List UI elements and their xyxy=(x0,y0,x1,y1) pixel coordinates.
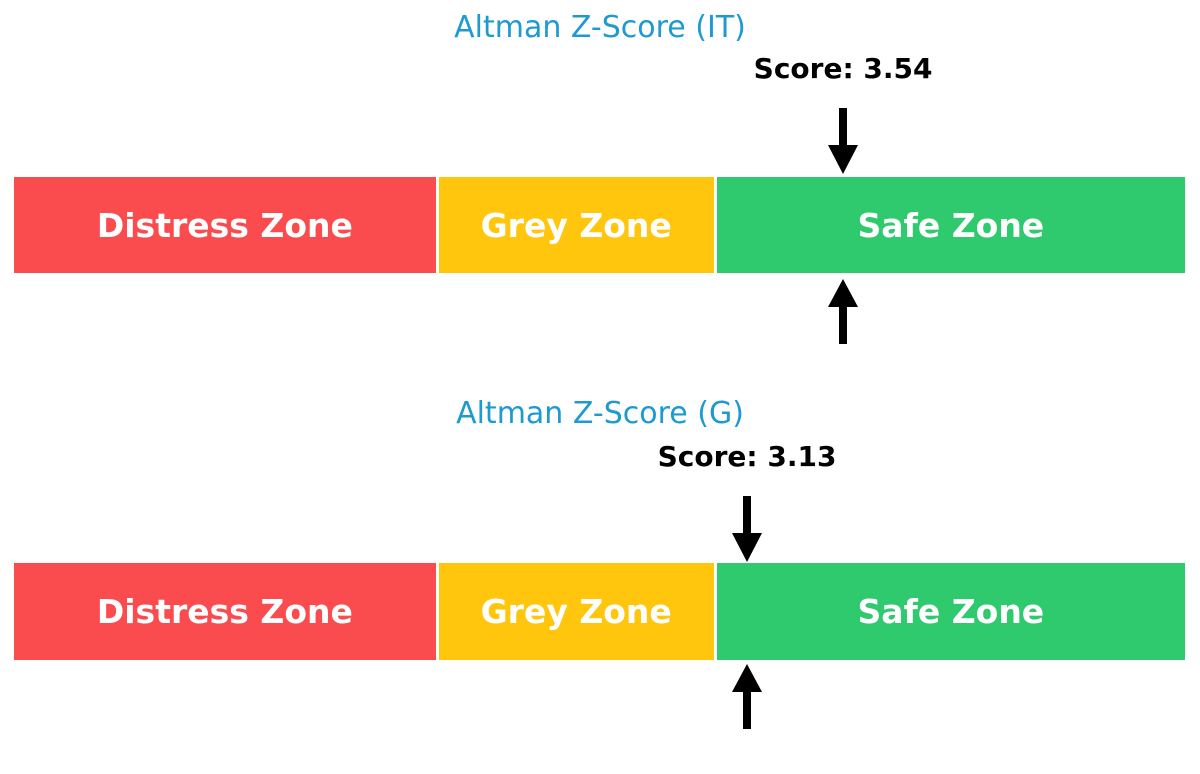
zone-grey: Grey Zone xyxy=(438,563,714,660)
zone-bar: Distress Zone Grey Zone Safe Zone xyxy=(14,563,1185,660)
score-label: Score: 3.54 xyxy=(753,52,933,85)
zone-distress-label: Distress Zone xyxy=(96,592,353,631)
zone-bar: Distress Zone Grey Zone Safe Zone xyxy=(14,177,1185,273)
zone-grey: Grey Zone xyxy=(438,177,714,273)
chart-title: Altman Z-Score (IT) xyxy=(454,10,746,45)
zone-distress: Distress Zone xyxy=(14,177,436,273)
zone-grey-label: Grey Zone xyxy=(480,592,672,631)
score-arrow-down-icon xyxy=(732,496,763,562)
zone-distress: Distress Zone xyxy=(14,563,436,660)
zone-safe-label: Safe Zone xyxy=(857,592,1045,631)
chart-title: Altman Z-Score (G) xyxy=(456,396,744,431)
zone-safe: Safe Zone xyxy=(716,563,1185,660)
score-label: Score: 3.13 xyxy=(657,440,837,473)
score-arrow-up-icon xyxy=(732,664,763,729)
zone-grey-label: Grey Zone xyxy=(480,205,672,245)
zone-safe-label: Safe Zone xyxy=(857,205,1045,245)
score-arrow-up-icon xyxy=(828,279,859,344)
score-arrow-down-icon xyxy=(828,108,859,174)
zone-safe: Safe Zone xyxy=(716,177,1185,273)
zone-distress-label: Distress Zone xyxy=(96,205,353,245)
